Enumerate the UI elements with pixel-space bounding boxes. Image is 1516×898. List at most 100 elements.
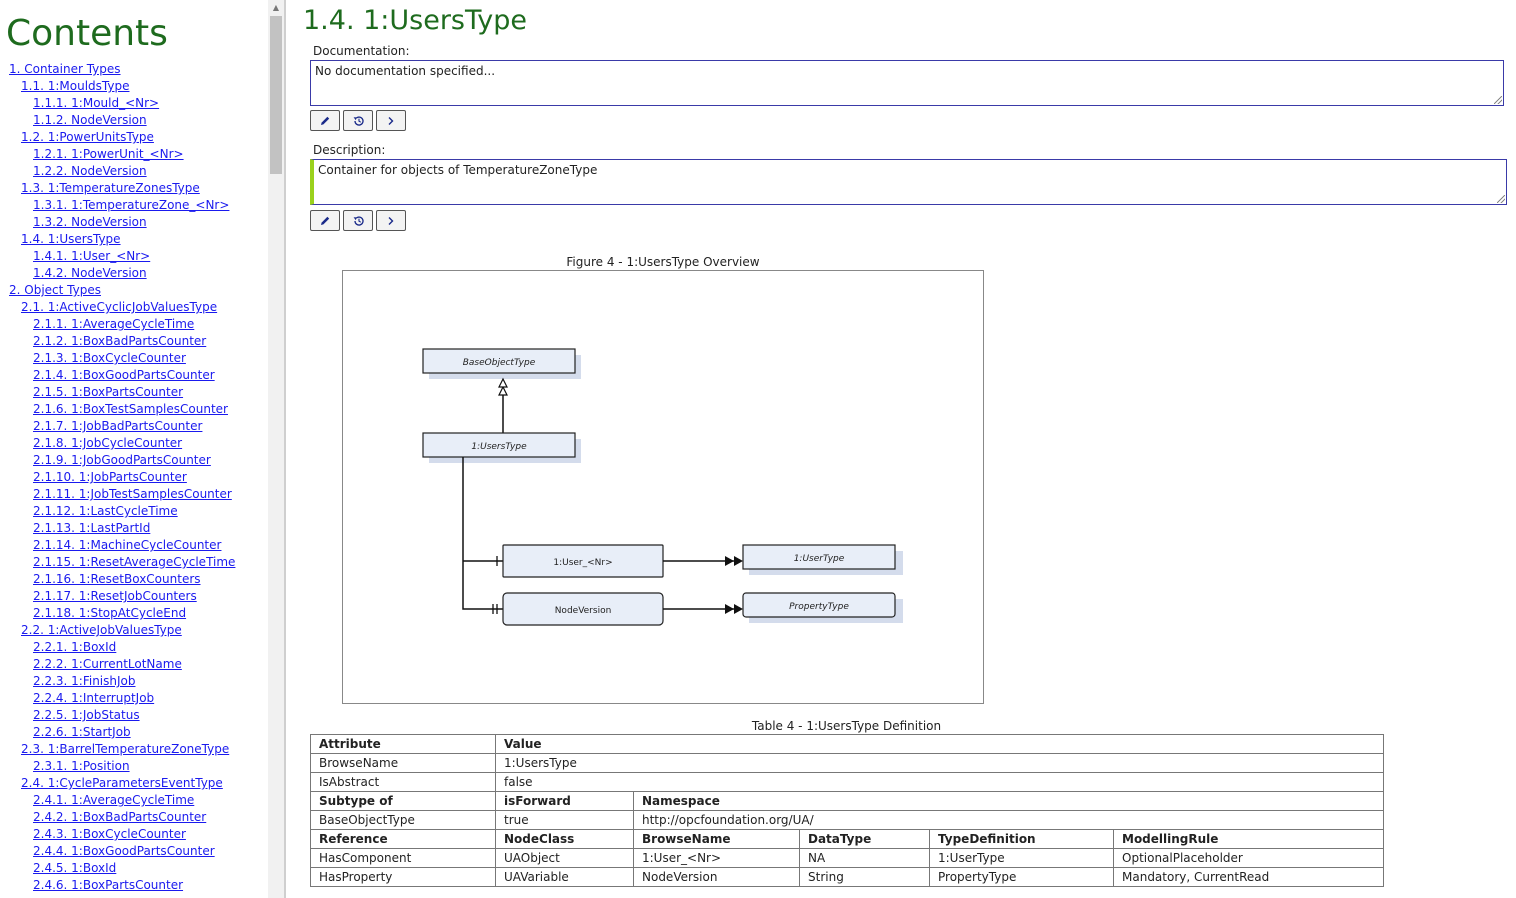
pencil-icon bbox=[321, 216, 330, 225]
toc-item: 2.4.6. 1:BoxPartsCounter bbox=[0, 877, 235, 894]
toc-link[interactable]: 2.2.2. 1:CurrentLotName bbox=[33, 657, 182, 671]
toc-link[interactable]: 2.1.14. 1:MachineCycleCounter bbox=[33, 538, 222, 552]
toc-link[interactable]: 1.2. 1:PowerUnitsType bbox=[21, 130, 154, 144]
toc-link[interactable]: 1.1. 1:MouldsType bbox=[21, 79, 130, 93]
table-cell: BrowseName bbox=[310, 753, 496, 773]
typedefinition-connector bbox=[663, 556, 743, 614]
scrollbar-thumb[interactable] bbox=[270, 16, 282, 174]
toc-item: 1.3.2. NodeVersion bbox=[0, 214, 235, 231]
toc-link[interactable]: 1.4.2. NodeVersion bbox=[33, 266, 147, 280]
node-label: PropertyType bbox=[789, 602, 849, 612]
toc-link[interactable]: 2.2.6. 1:StartJob bbox=[33, 725, 131, 739]
toc-link[interactable]: 1.3.1. 1:TemperatureZone_<Nr> bbox=[33, 198, 230, 212]
toc-item: 2.1.12. 1:LastCycleTime bbox=[0, 503, 235, 520]
toc-link[interactable]: 2.2.1. 1:BoxId bbox=[33, 640, 117, 654]
table-cell: OptionalPlaceholder bbox=[1113, 848, 1384, 868]
toc-link[interactable]: 2.4. 1:CycleParametersEventType bbox=[21, 776, 223, 790]
toc-link[interactable]: 2.1.13. 1:LastPartId bbox=[33, 521, 151, 535]
toc-link[interactable]: 2.4.3. 1:BoxCycleCounter bbox=[33, 827, 186, 841]
toc-link[interactable]: 2.1.1. 1:AverageCycleTime bbox=[33, 317, 195, 331]
toc-link[interactable]: 1.1.2. NodeVersion bbox=[33, 113, 147, 127]
toc-item: 2.1.6. 1:BoxTestSamplesCounter bbox=[0, 401, 235, 418]
toc-link[interactable]: 2. Object Types bbox=[9, 283, 101, 297]
node-label: 1:UserType bbox=[794, 554, 845, 564]
toc-link[interactable]: 2.1.18. 1:StopAtCycleEnd bbox=[33, 606, 187, 620]
resize-grip-icon[interactable] bbox=[1494, 96, 1502, 104]
documentation-history-button[interactable] bbox=[343, 110, 373, 131]
edit-documentation-button[interactable] bbox=[310, 110, 340, 131]
toc-link[interactable]: 2.2.4. 1:InterruptJob bbox=[33, 691, 155, 705]
toc-link[interactable]: 2.1.17. 1:ResetJobCounters bbox=[33, 589, 197, 603]
contents-heading: Contents bbox=[6, 13, 168, 54]
table-cell: Mandatory, CurrentRead bbox=[1113, 867, 1384, 887]
toc-item: 2.1.8. 1:JobCycleCounter bbox=[0, 435, 235, 452]
toc-link[interactable]: 2.1.12. 1:LastCycleTime bbox=[33, 504, 178, 518]
toc-link[interactable]: 2.4.1. 1:AverageCycleTime bbox=[33, 793, 195, 807]
toc-link[interactable]: 2.3.1. 1:Position bbox=[33, 759, 130, 773]
toc-link[interactable]: 1.4. 1:UsersType bbox=[21, 232, 121, 246]
toc-link[interactable]: 1.3.2. NodeVersion bbox=[33, 215, 147, 229]
component-connector bbox=[462, 457, 503, 614]
description-history-button[interactable] bbox=[343, 210, 373, 231]
toc-link[interactable]: 2.1.15. 1:ResetAverageCycleTime bbox=[33, 555, 236, 569]
documentation-next-button[interactable] bbox=[376, 110, 406, 131]
page-title: 1.4. 1:UsersType bbox=[303, 5, 528, 36]
table-cell: http://opcfoundation.org/UA/ bbox=[633, 810, 1384, 830]
toc-link[interactable]: 2.1.8. 1:JobCycleCounter bbox=[33, 436, 183, 450]
toc-item: 2.2.2. 1:CurrentLotName bbox=[0, 656, 235, 673]
toc-item: 2.1.15. 1:ResetAverageCycleTime bbox=[0, 554, 235, 571]
toc-item: 1.1.1. 1:Mould_<Nr> bbox=[0, 95, 235, 112]
resize-grip-icon[interactable] bbox=[1497, 195, 1505, 203]
toc-link[interactable]: 2.1.7. 1:JobBadPartsCounter bbox=[33, 419, 203, 433]
toc-link[interactable]: 1.2.1. 1:PowerUnit_<Nr> bbox=[33, 147, 184, 161]
toc-item: 2.4.1. 1:AverageCycleTime bbox=[0, 792, 235, 809]
toc-link[interactable]: 1.3. 1:TemperatureZonesType bbox=[21, 181, 200, 195]
toc-item: 1.1. 1:MouldsType bbox=[0, 78, 235, 95]
documentation-label: Documentation: bbox=[313, 44, 410, 58]
toc-link[interactable]: 2.4.2. 1:BoxBadPartsCounter bbox=[33, 810, 207, 824]
toc-link[interactable]: 2.1.5. 1:BoxPartsCounter bbox=[33, 385, 184, 399]
pane-divider[interactable] bbox=[284, 0, 286, 898]
toc-scrollbar[interactable]: ▲ bbox=[268, 0, 284, 898]
toc-link[interactable]: 2.2.5. 1:JobStatus bbox=[33, 708, 140, 722]
toc-link[interactable]: 2.1.4. 1:BoxGoodPartsCounter bbox=[33, 368, 215, 382]
toc-link[interactable]: 2.3. 1:BarrelTemperatureZoneType bbox=[21, 742, 230, 756]
toc-link[interactable]: 1.4.1. 1:User_<Nr> bbox=[33, 249, 151, 263]
toc-link[interactable]: 2.1. 1:ActiveCyclicJobValuesType bbox=[21, 300, 218, 314]
toc-item: 2.2.3. 1:FinishJob bbox=[0, 673, 235, 690]
toc-link[interactable]: 2.1.10. 1:JobPartsCounter bbox=[33, 470, 187, 484]
toc-link[interactable]: 2.1.16. 1:ResetBoxCounters bbox=[33, 572, 201, 586]
subtype-connector bbox=[498, 377, 508, 434]
toc-link[interactable]: 2.1.6. 1:BoxTestSamplesCounter bbox=[33, 402, 228, 416]
edit-description-button[interactable] bbox=[310, 210, 340, 231]
toc-link[interactable]: 2.4.4. 1:BoxGoodPartsCounter bbox=[33, 844, 215, 858]
toc-link[interactable]: 1.2.2. NodeVersion bbox=[33, 164, 147, 178]
description-next-button[interactable] bbox=[376, 210, 406, 231]
table-cell: true bbox=[495, 810, 634, 830]
documentation-field[interactable]: No documentation specified... bbox=[310, 60, 1504, 106]
toc-item: 2.3. 1:BarrelTemperatureZoneType bbox=[0, 741, 235, 758]
toc-item: 2.2.5. 1:JobStatus bbox=[0, 707, 235, 724]
toc-link[interactable]: 2.1.9. 1:JobGoodPartsCounter bbox=[33, 453, 211, 467]
toc-link[interactable]: 2.2.3. 1:FinishJob bbox=[33, 674, 136, 688]
toc-link[interactable]: 1.1.1. 1:Mould_<Nr> bbox=[33, 96, 160, 110]
toc-item: 2.1.2. 1:BoxBadPartsCounter bbox=[0, 333, 235, 350]
main-content: 1.4. 1:UsersType Documentation: No docum… bbox=[286, 0, 1516, 898]
toc-link[interactable]: 1. Container Types bbox=[9, 62, 121, 76]
toc-link[interactable]: 2.1.2. 1:BoxBadPartsCounter bbox=[33, 334, 207, 348]
toc-link[interactable]: 2.2. 1:ActiveJobValuesType bbox=[21, 623, 182, 637]
toc-link[interactable]: 2.1.3. 1:BoxCycleCounter bbox=[33, 351, 186, 365]
scroll-up-arrow-icon[interactable]: ▲ bbox=[272, 3, 280, 12]
toc-link[interactable]: 2.4.6. 1:BoxPartsCounter bbox=[33, 878, 184, 892]
toc-item: 1.2.2. NodeVersion bbox=[0, 163, 235, 180]
table-cell: HasComponent bbox=[310, 848, 496, 868]
toc-item: 2.1.18. 1:StopAtCycleEnd bbox=[0, 605, 235, 622]
toc-link[interactable]: 2.4.5. 1:BoxId bbox=[33, 861, 117, 875]
table-cell: 1:UserType bbox=[929, 848, 1114, 868]
description-field[interactable]: Container for objects of TemperatureZone… bbox=[310, 159, 1507, 205]
toc-link[interactable]: 2.1.11. 1:JobTestSamplesCounter bbox=[33, 487, 232, 501]
toc-item: 2.2.4. 1:InterruptJob bbox=[0, 690, 235, 707]
